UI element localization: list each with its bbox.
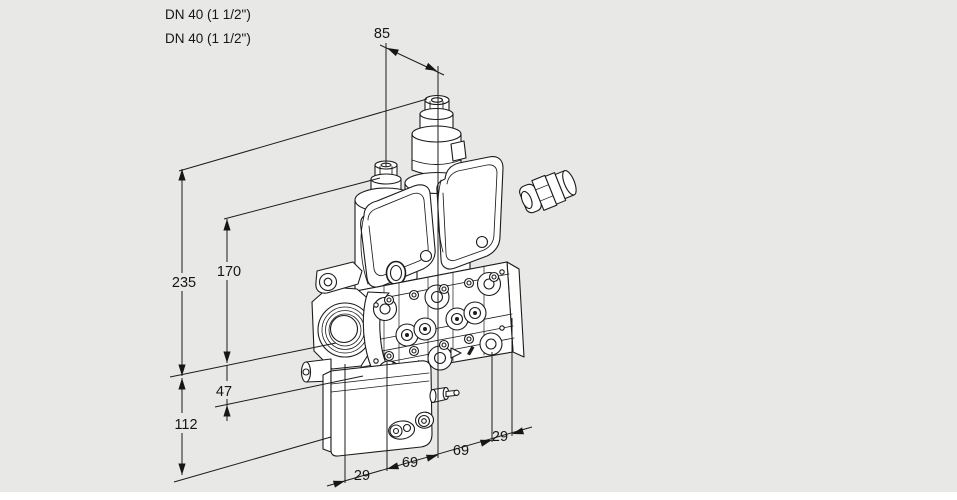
dimension-annotations	[169, 43, 533, 488]
right-cover-plate	[436, 156, 504, 270]
dimension-47	[214, 365, 364, 421]
dimension-170	[223, 177, 381, 363]
pipe-flange	[311, 286, 378, 370]
dimension-85	[379, 43, 445, 458]
size-designation-line1: DN 40 (1 1/2")	[165, 7, 251, 22]
dim-label-29-right: 29	[492, 429, 508, 445]
flow-direction-triangle	[450, 347, 462, 359]
hatch-mark	[467, 346, 475, 356]
small-screws	[373, 269, 505, 364]
dim-label-47: 47	[216, 384, 232, 400]
centerline-extension	[169, 342, 337, 378]
dim-label-112: 112	[174, 417, 197, 433]
dim-label-29-left: 29	[354, 468, 370, 484]
dim-label-69-right: 69	[453, 443, 469, 459]
dimension-235	[178, 98, 428, 376]
dimension-chain-bottom	[326, 318, 533, 488]
dimension-112	[173, 378, 332, 483]
dim-label-170: 170	[217, 264, 241, 280]
dim-label-85: 85	[374, 26, 390, 42]
size-designation-line2: DN 40 (1 1/2")	[165, 31, 251, 46]
test-nipple	[429, 386, 460, 404]
front-ports	[373, 269, 505, 373]
dim-label-69-left: 69	[402, 455, 418, 471]
cable-gland	[519, 170, 577, 214]
dim-label-235: 235	[172, 275, 196, 291]
left-cover-plate	[360, 184, 436, 288]
bottom-strip	[0, 492, 957, 500]
bottom-control-unit	[322, 360, 460, 457]
